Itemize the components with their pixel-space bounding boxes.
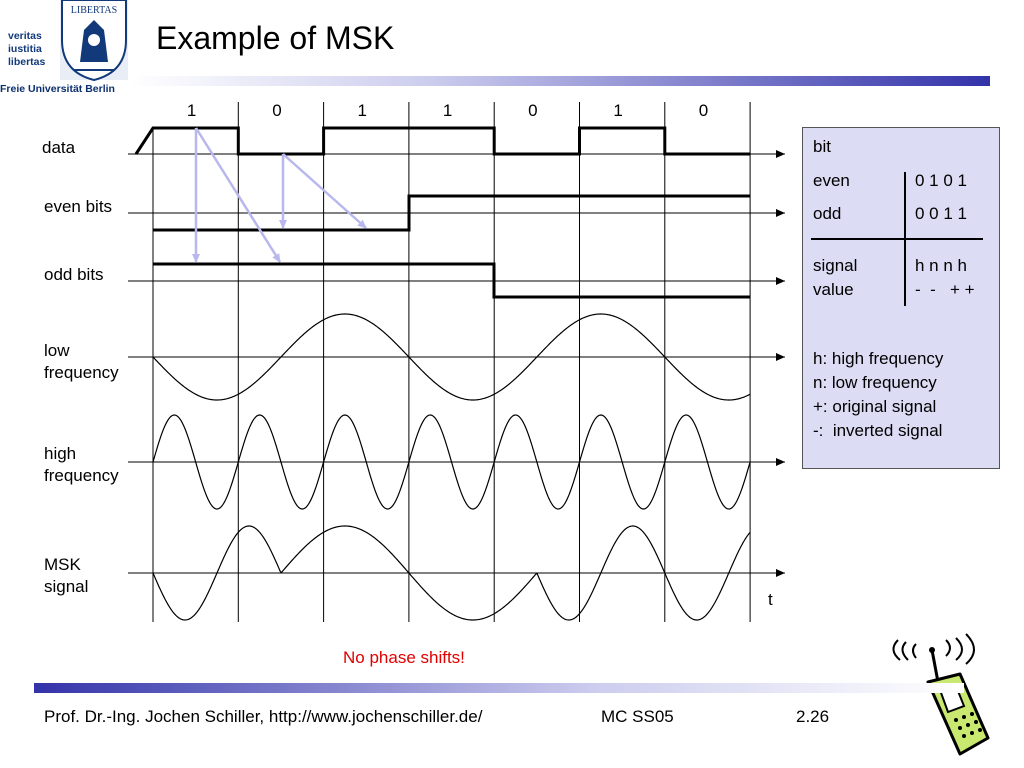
motto-line: libertas [8,56,46,68]
bit-label: 1 [187,101,196,120]
table-odd-label: odd [813,204,842,223]
data-signal [134,126,751,156]
bit-label: 1 [358,101,367,120]
footer-course: MC SS05 [601,707,674,726]
legend-item: -: inverted signal [813,421,943,440]
motto-line: veritas [8,30,42,42]
table-value-label: value [813,280,854,299]
table-signal-label: signal [813,256,858,275]
row-label-low-frequency: low frequency [44,340,119,384]
bit-mapping-arrow [194,127,282,263]
table-signal-values: h n n h [915,256,967,275]
page-title: Example of MSK [156,20,395,56]
bit-boundaries [152,102,751,622]
table-even-values: 0 1 0 1 [915,171,967,190]
university-name: Freie Universität Berlin [0,83,115,95]
odd-bits-signal [153,262,750,299]
low-frequency-wave [152,313,751,401]
footer-author: Prof. Dr.-Ing. Jochen Schiller, http://w… [44,707,483,726]
even-bits-signal [153,194,750,232]
signal-traces [134,126,751,621]
seal-text: LIBERTAS [71,5,117,16]
row-label-odd-bits: odd bits [44,265,104,284]
motto-line: iustitia [8,43,42,55]
label-line: signal [44,577,89,596]
label-line: frequency [44,466,119,485]
table-even-label: even [813,171,850,190]
table-odd-values: 0 0 1 1 [915,204,967,223]
mobile-phone-icon [892,633,990,756]
label-line: high [44,444,77,463]
university-seal-icon: LIBERTAS [0,0,130,96]
row-label-even-bits: even bits [44,197,113,216]
bit-label: 0 [528,101,537,120]
bit-label: 0 [272,101,281,120]
time-axes [128,150,785,577]
bit-label: 1 [443,101,452,120]
footer-divider [34,683,964,693]
logo-motto: veritas iustitia libertas [8,30,45,69]
bit-mapping-arrows [192,127,367,263]
table-value-values: - - + + [915,280,975,299]
table-bit-header: bit [813,137,831,156]
time-axis-label: t [768,590,773,609]
bit-labels: 1 0 1 1 0 1 0 [187,101,708,120]
bit-label: 1 [613,101,622,120]
university-logo: LIBERTAS veritas iustitia libertas Freie… [0,0,130,96]
no-phase-shift-note: No phase shifts! [343,648,465,667]
msk-signal-wave [152,525,751,621]
bit-mapping-arrow [282,153,367,229]
table-lines [811,172,983,306]
high-frequency-wave [152,414,751,510]
label-line: frequency [44,363,119,382]
title-divider [130,76,990,86]
row-label-msk-signal: MSK signal [44,554,88,598]
legend-item: h: high frequency [813,349,944,368]
legend-item: +: original signal [813,397,937,416]
label-line: MSK [44,555,81,574]
row-label-data: data [42,138,76,157]
msk-mapping-table: bit even 0 1 0 1 odd 0 0 1 1 signal valu… [802,127,1000,469]
bit-label: 0 [699,101,708,120]
legend-item: n: low frequency [813,373,937,392]
footer-page-number: 2.26 [796,707,830,726]
label-line: low [44,341,70,360]
row-label-high-frequency: high frequency [44,443,119,487]
